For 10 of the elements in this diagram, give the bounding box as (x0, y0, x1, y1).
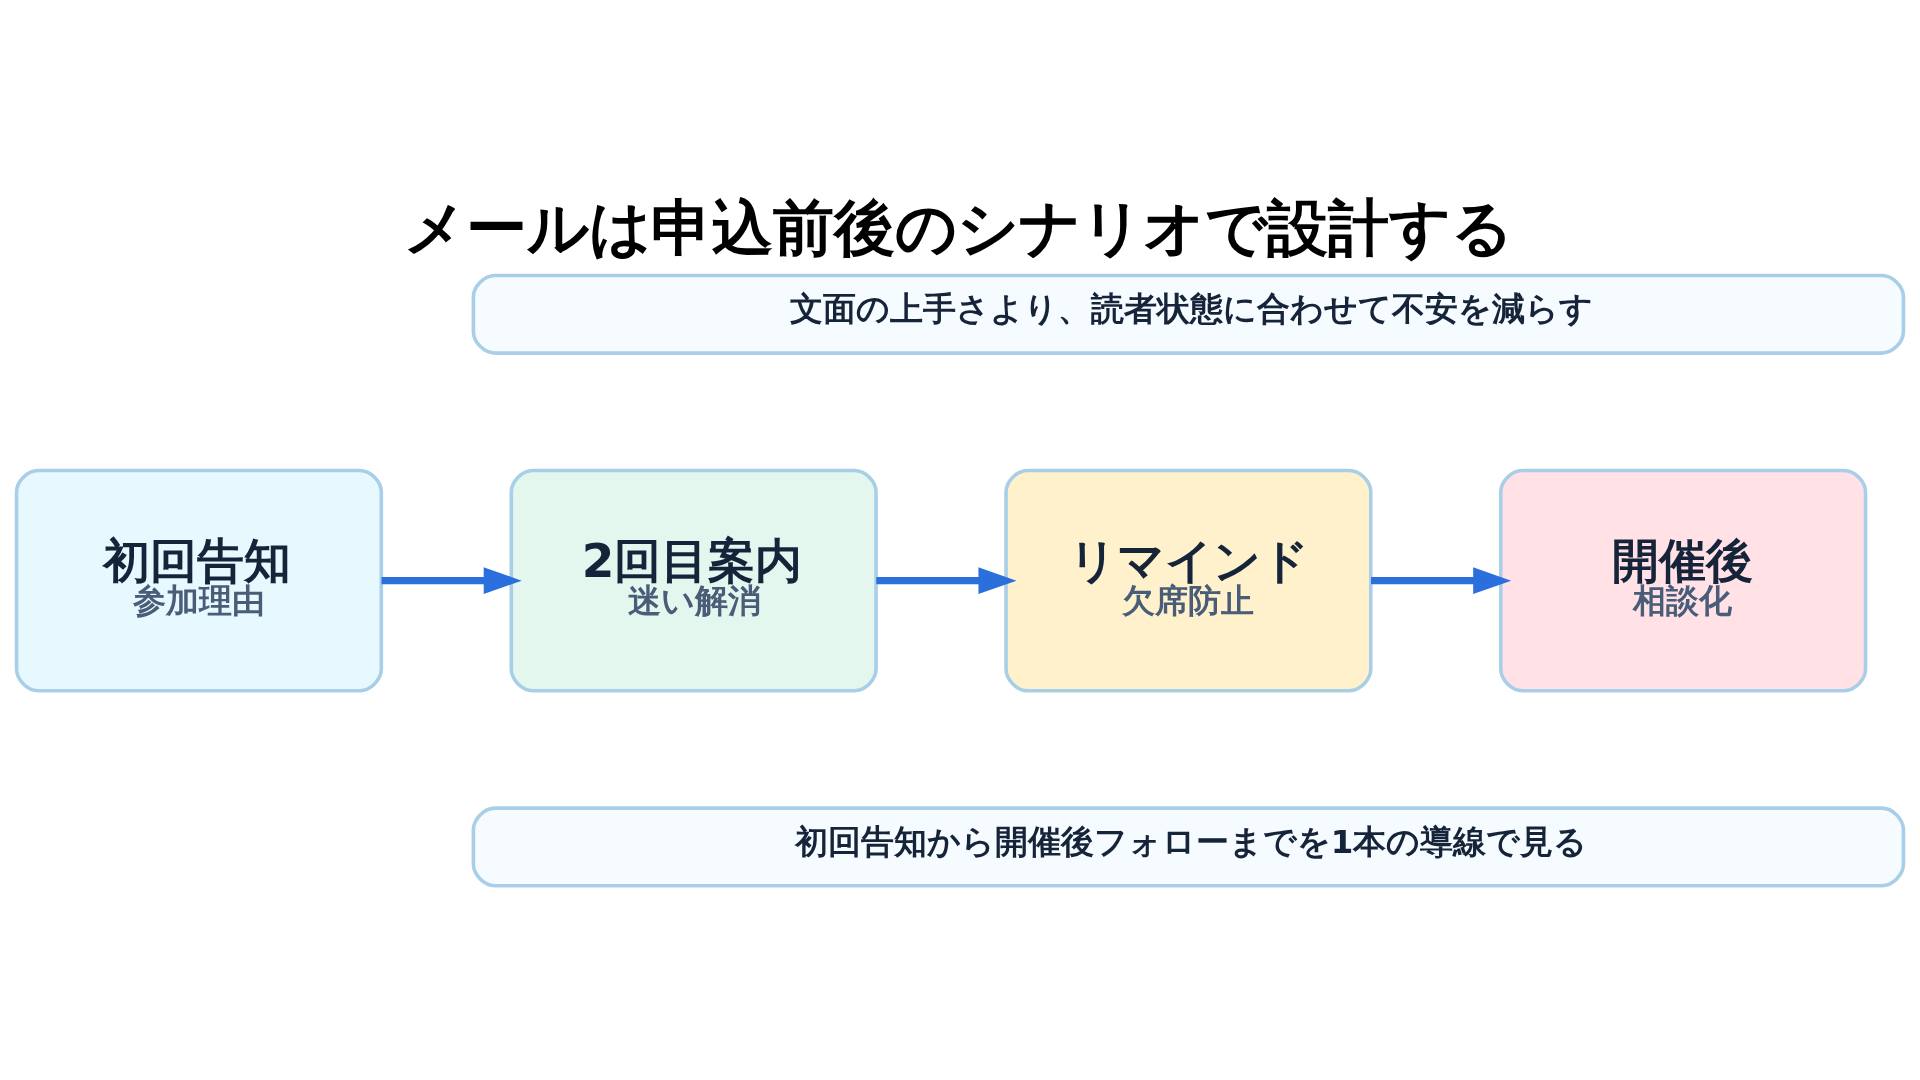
node-box: リマインド 欠席防止 (1004, 468, 1373, 693)
arrow (381, 567, 522, 594)
diagram-title: メールは申込前後のシナリオで設計する (403, 191, 1513, 263)
arrow (1371, 567, 1512, 594)
node-box: 2回目案内 迷い解消 (509, 468, 878, 693)
arrow (876, 567, 1017, 594)
node-box: 初回告知 参加理由 (14, 468, 384, 693)
node-box: 文面の上手さより、読者状態に合わせて不安を減らす (471, 273, 1906, 355)
node-box: 初回告知から開催後フォローまでを1本の導線で見る (471, 806, 1906, 888)
node-box: 開催後 相談化 (1499, 468, 1868, 693)
